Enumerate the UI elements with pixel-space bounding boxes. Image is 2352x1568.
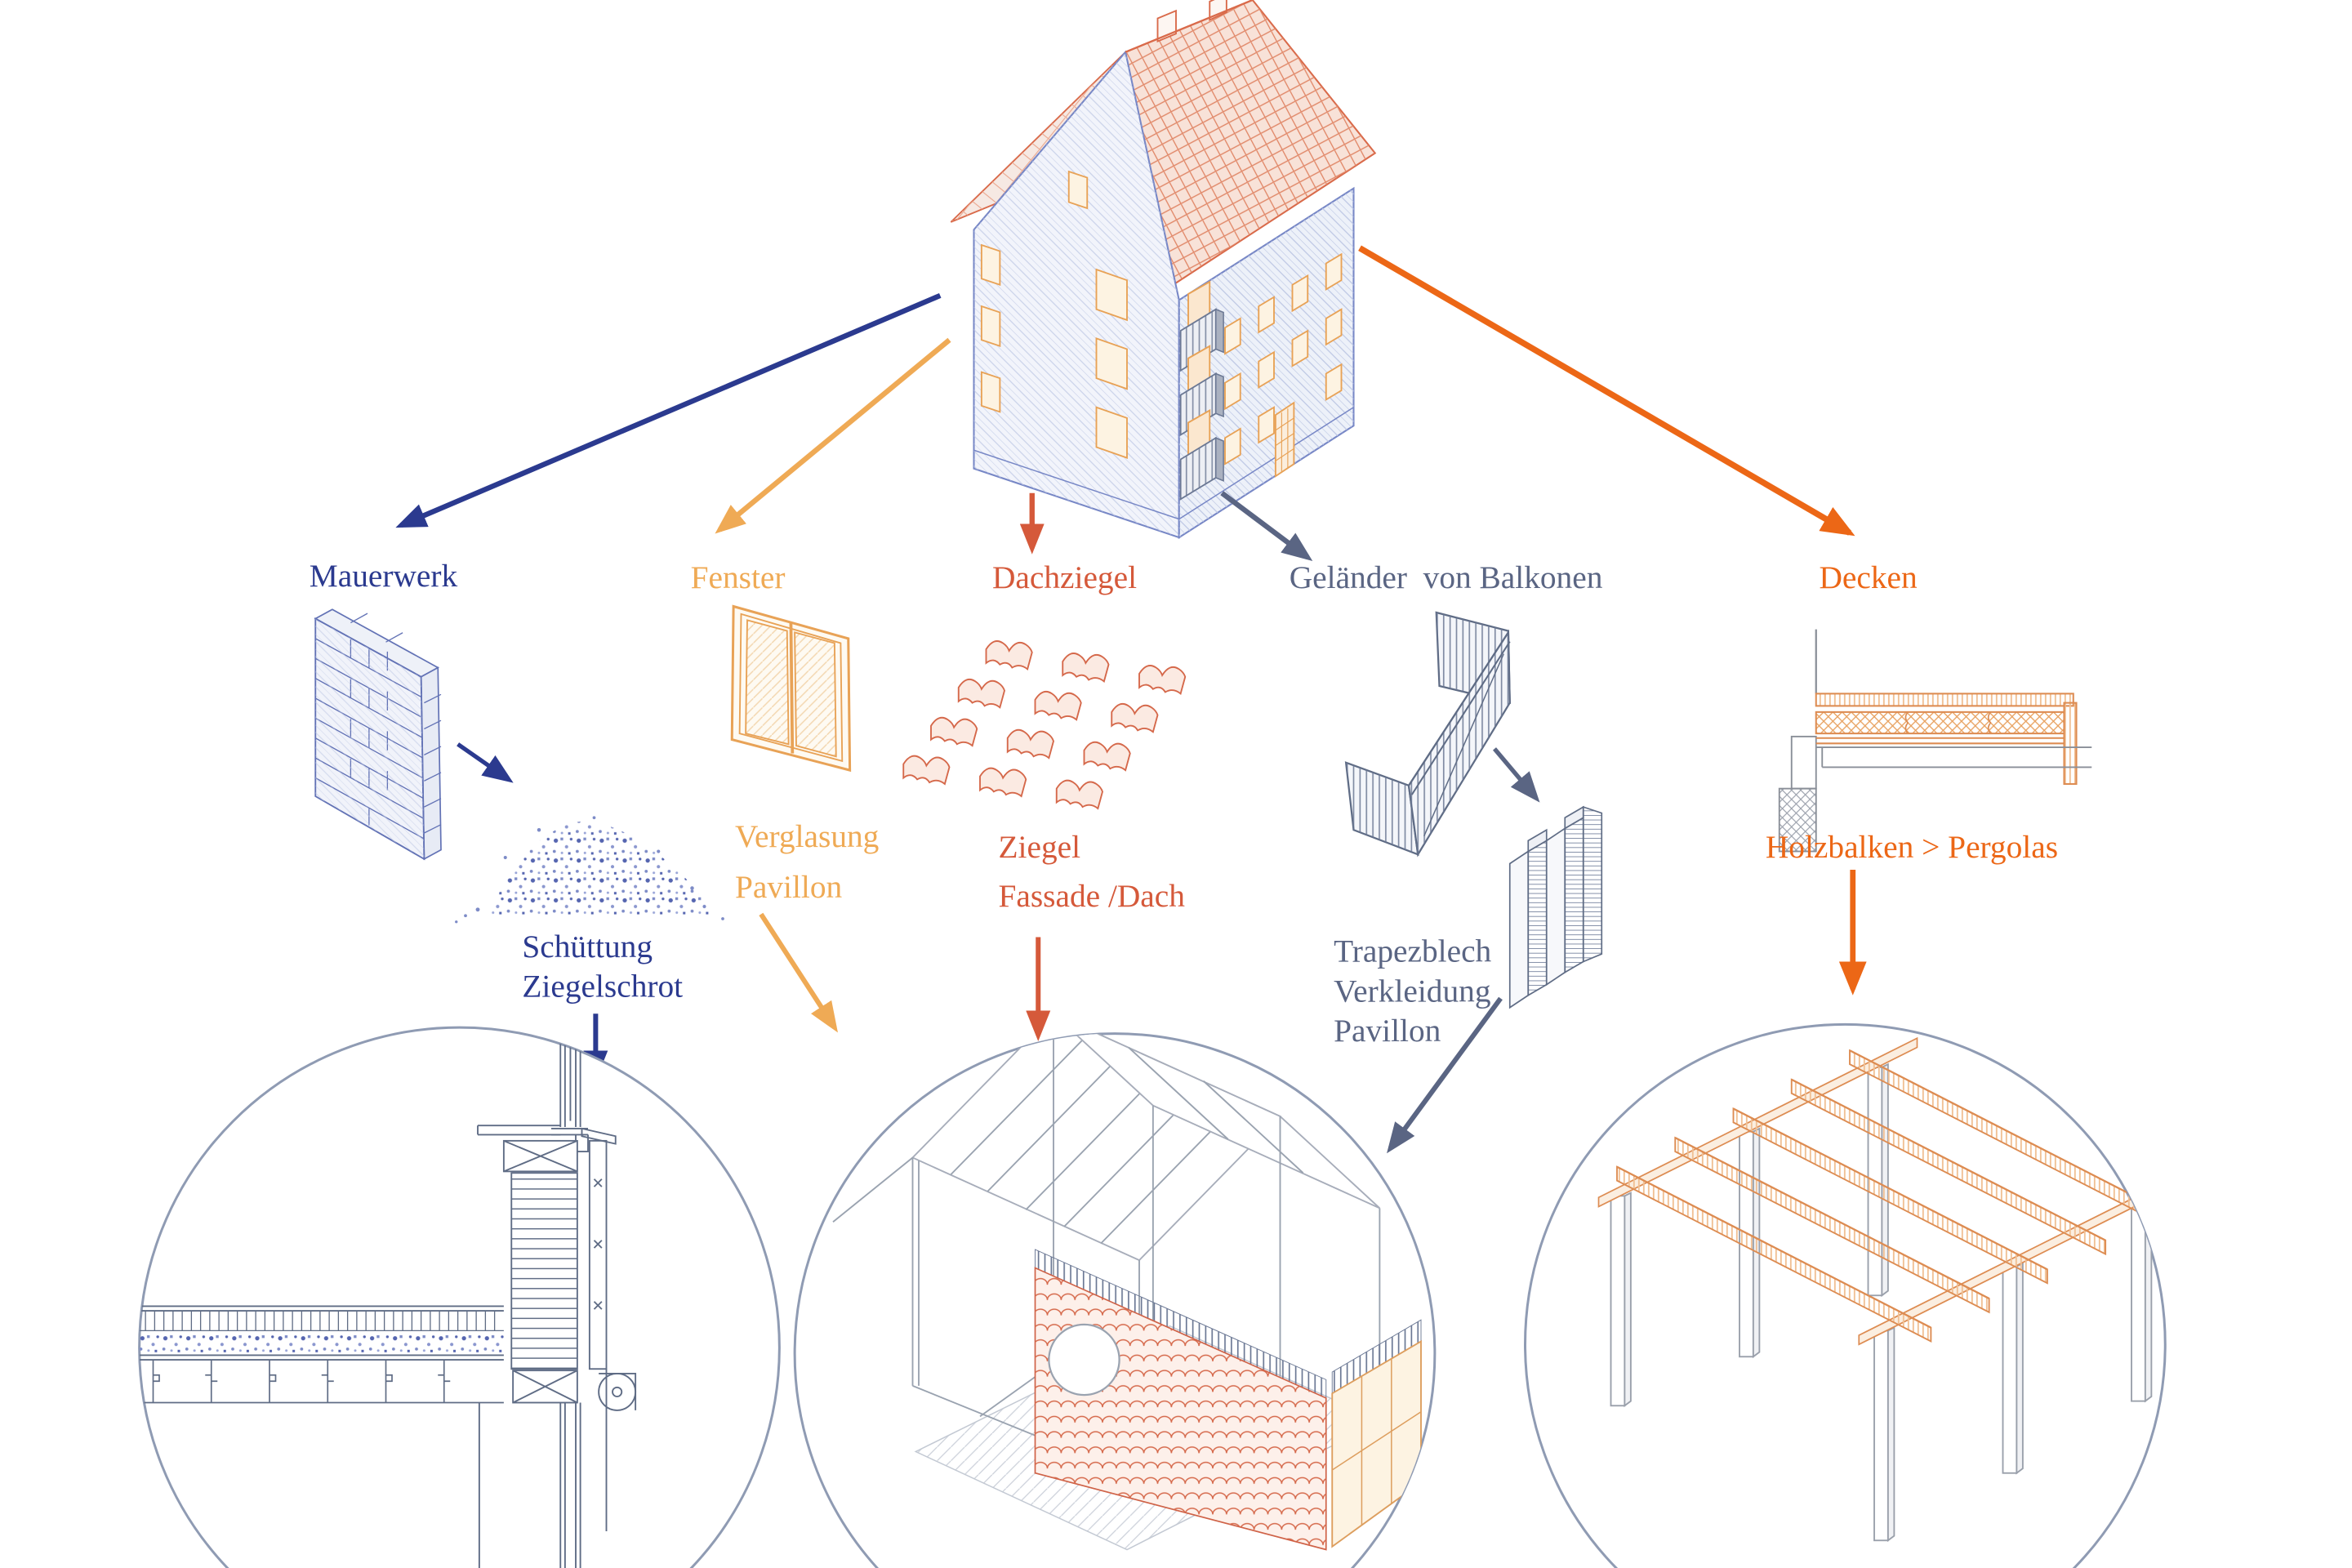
label-holzbalken: Holzbalken > Pergolas <box>1766 829 2058 865</box>
label-schuettung-line2: Ziegelschrot <box>522 969 683 1004</box>
balcony-railing-icon <box>1344 611 1511 858</box>
label-schuettung-line1: Schüttung <box>522 929 653 964</box>
building-ridge-line <box>1125 0 1254 53</box>
balcony-level-1 <box>1179 280 1224 372</box>
tile-row-3 <box>930 716 1131 772</box>
slab-joists <box>139 1360 504 1404</box>
label-mauerwerk: Mauerwerk <box>310 558 458 594</box>
section-detail-drawing <box>139 1027 637 1568</box>
brick-wall-icon <box>314 608 442 861</box>
arrow-trapezblech-to-pavilion-detail <box>1387 996 1503 1154</box>
window-frame-icon <box>730 604 852 773</box>
roof-tiles-icon <box>902 640 1187 810</box>
pergola-main-beams <box>1616 1049 2165 1343</box>
tile-row-4 <box>902 755 1103 810</box>
label-dachziegel: Dachziegel <box>992 559 1137 595</box>
tile-row-1 <box>985 640 1187 695</box>
pavilion-round-opening <box>1048 1323 1120 1396</box>
rubble-scatter-dots <box>455 816 724 924</box>
entrance-door <box>1274 401 1295 478</box>
section-detail-circle-outline <box>138 1026 781 1568</box>
arrow-building-to-decken <box>1358 245 1855 537</box>
pergola-drawing <box>1597 1036 2166 1543</box>
label-fenster: Fenster <box>691 559 786 595</box>
label-ziegel-line1: Ziegel <box>999 829 1081 865</box>
balcony-buildup <box>502 1127 637 1411</box>
corrugated-sheet-icon <box>1508 805 1603 1009</box>
building-roof-right-tiles <box>1125 0 1375 292</box>
slab-rubble-infill-layer <box>139 1334 504 1354</box>
label-verglasung-line1: Verglasung <box>735 818 879 854</box>
arrow-mauerwerk-to-schuettung <box>457 742 514 783</box>
arrow-gelaender-to-trapezblech <box>1492 747 1540 803</box>
railing-top-rail <box>1408 631 1511 795</box>
rubble-pile-icon <box>455 816 724 924</box>
building-illustration <box>950 0 1377 540</box>
balcony-level-2 <box>1179 345 1224 437</box>
building-plinth-line <box>973 407 1354 520</box>
label-trapezblech-line2: Verkleidung <box>1334 973 1490 1009</box>
arrow-verglasung-to-pavilion-detail <box>759 912 838 1033</box>
pergola-detail-circle <box>1524 1022 2167 1568</box>
arrow-building-to-mauerwerk <box>395 292 942 528</box>
label-decken: Decken <box>1820 559 1918 595</box>
label-trapezblech-line3: Pavillon <box>1334 1013 1441 1049</box>
level1-arrows <box>395 245 1855 561</box>
railing-brace <box>1423 653 1504 837</box>
pavilion-drawing <box>832 1033 1422 1551</box>
slab-plank-hatch <box>139 1311 504 1332</box>
pavilion-detail-circle <box>793 1032 1437 1568</box>
building-gable-hatch <box>973 51 1179 538</box>
label-ziegel-line2: Fassade /Dach <box>999 878 1186 914</box>
ceiling-orange-assembly <box>1815 693 2078 786</box>
label-trapezblech-line1: Trapezblech <box>1334 933 1491 969</box>
gable-windows <box>980 170 1128 459</box>
pavilion-rafters <box>950 1033 1243 1245</box>
arrow-building-to-fenster <box>715 337 951 534</box>
ceiling-section-icon <box>1778 629 2092 853</box>
facade-windows <box>1224 252 1343 466</box>
ceiling-gray-lines <box>1815 746 2092 768</box>
arrow-building-to-gelaender <box>1220 491 1313 561</box>
tile-row-2 <box>957 678 1159 733</box>
balcony-level-3 <box>1179 408 1224 501</box>
label-gelaender: Geländer von Balkonen <box>1290 559 1603 595</box>
label-verglasung-line2: Pavillon <box>735 869 843 905</box>
balconies <box>1179 280 1224 501</box>
section-detail-circle <box>138 1026 781 1568</box>
